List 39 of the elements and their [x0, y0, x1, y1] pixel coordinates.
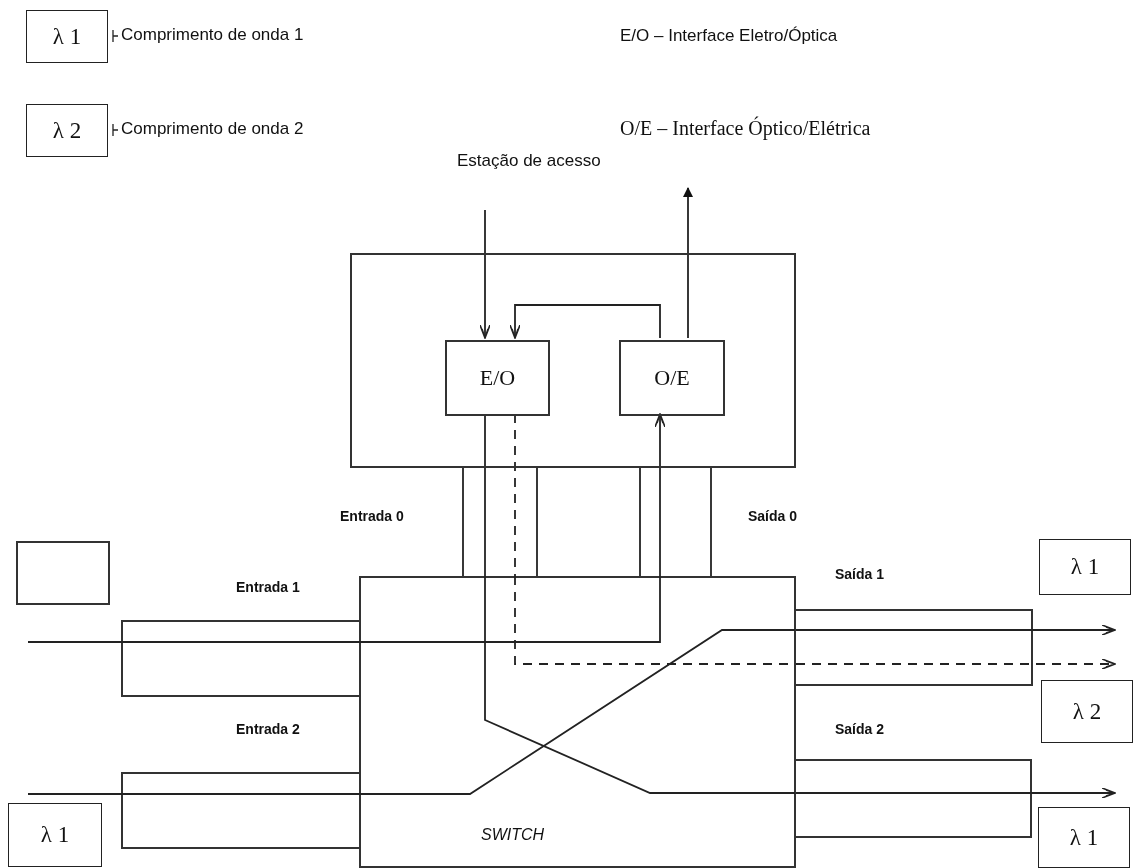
port-label: Saída 0: [748, 508, 798, 524]
converter-box: [445, 340, 550, 416]
switch-box: [359, 576, 796, 868]
converter-label: E/O: [479, 365, 516, 391]
port-channel-line: [710, 467, 712, 577]
wavelength-tag: [26, 104, 108, 157]
wavelength-label: λ 1: [52, 23, 82, 50]
fiber-arrow: [683, 187, 693, 339]
port-label: Entrada 0: [340, 508, 404, 524]
fiber-line: [484, 413, 486, 577]
interface-note: E/O – Interface Eletro/Óptica: [620, 26, 838, 46]
wavelength-label: λ 2: [52, 117, 82, 144]
wavelength-label: λ 2: [1072, 698, 1102, 725]
port-label: Saída 1: [835, 566, 885, 582]
legend-text: Comprimento de onda 1: [121, 25, 304, 45]
wavelength-label: λ 1: [40, 822, 70, 848]
converter-label: O/E: [654, 365, 690, 391]
legend-text: Comprimento de onda 2: [121, 119, 304, 139]
fiber-line: [27, 793, 360, 795]
wavelength-tag: [26, 10, 108, 63]
port-channel-line: [536, 467, 538, 577]
wavelength-label: λ 1: [1070, 554, 1100, 580]
port-label: Saída 2: [835, 721, 885, 737]
fiber-line: [27, 641, 360, 643]
wavelength-tag: [8, 803, 102, 867]
port-channel-line: [462, 467, 464, 577]
dashed-fiber-line: [514, 413, 516, 577]
wavelength-tag: [1039, 539, 1131, 595]
switch-label: SWITCH: [481, 826, 545, 844]
wavelength-tag: [1041, 680, 1133, 743]
wavelength-label: λ 1: [1069, 824, 1099, 851]
port-label: Entrada 2: [236, 721, 300, 737]
wavelength-tag: [1038, 807, 1130, 868]
port-label: Entrada 1: [236, 579, 300, 595]
station-heading: Estação de acesso: [457, 151, 601, 171]
interface-note: O/E – Interface Óptico/Elétrica: [620, 117, 871, 140]
converter-box: [619, 340, 725, 416]
port-channel-line: [639, 467, 641, 577]
empty-box: [16, 541, 110, 605]
